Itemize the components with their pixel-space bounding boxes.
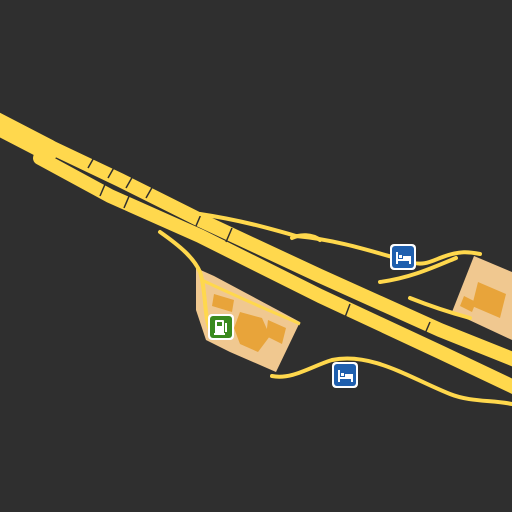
ramp-left-in <box>158 230 212 332</box>
motorway-approach <box>0 112 59 161</box>
bed-icon <box>396 252 411 264</box>
fuel-pump-icon <box>214 320 227 335</box>
service-road-left <box>201 278 301 326</box>
ramp-lower-link <box>408 296 472 320</box>
building-left-2 <box>212 294 234 312</box>
lodging-marker-upper[interactable] <box>390 244 416 270</box>
motorway <box>0 112 512 394</box>
building-left-1 <box>234 312 270 352</box>
ramp-right-lower <box>378 256 458 284</box>
road-ticks <box>87 153 431 337</box>
ramp-left-out <box>270 356 512 406</box>
fuel-station-marker[interactable] <box>208 314 234 340</box>
building-left-3 <box>266 320 286 344</box>
ramp-inner-link <box>290 233 322 242</box>
lodging-marker-lower[interactable] <box>332 362 358 388</box>
bed-icon <box>338 370 353 382</box>
building-right-1 <box>472 282 506 318</box>
motorway-lower <box>33 151 512 394</box>
building-right-2 <box>460 296 476 312</box>
